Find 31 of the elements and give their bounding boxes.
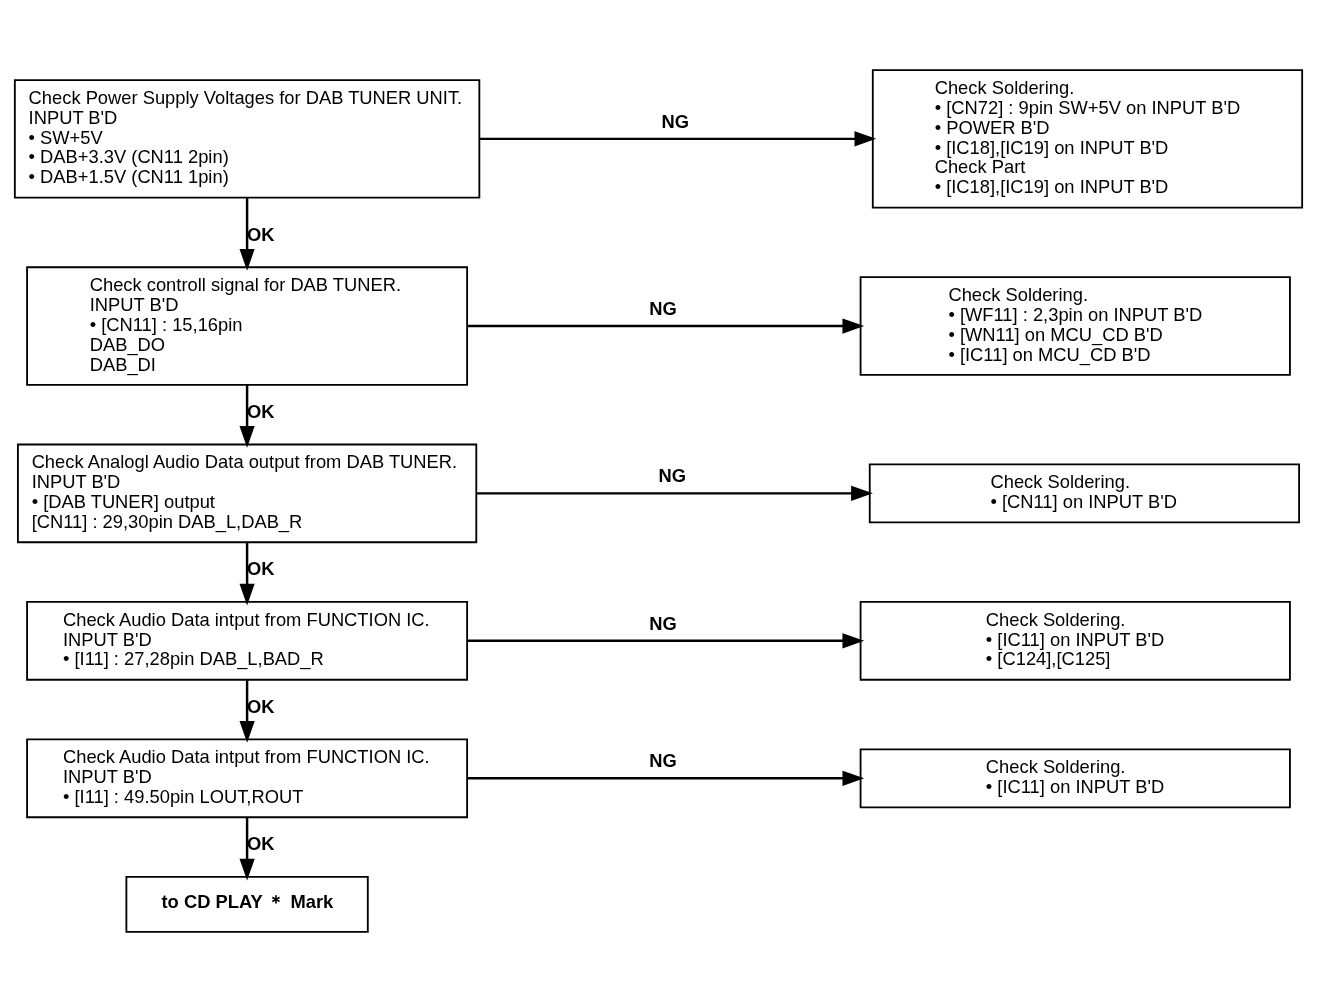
- arrow: [479, 130, 877, 146]
- edge-label: NG: [661, 110, 690, 132]
- arrow: [239, 197, 255, 271]
- node-box: Check Soldering. • [IC11] on INPUT B'D: [859, 747, 1291, 808]
- arrow: [239, 679, 255, 743]
- node-box: Check Power Supply Voltages for DAB TUNER UNIT. INPUT B'D • SW+5V • DAB+3.3V (CN11 2pin) • DAB+1.5V (CN11 1pin): [13, 78, 481, 199]
- arrow: [239, 542, 255, 605]
- edge-label: NG: [649, 297, 677, 319]
- edge-label: OK: [247, 400, 275, 422]
- node-box: Check Audio Data intput from FUNCTION IC. INPUT B'D • [I11] : 49.50pin LOUT,ROUT: [26, 737, 469, 818]
- arrow: [239, 816, 255, 880]
- node-box: Check Soldering. • [WF11] : 2,3pin on INPUT B'D • [WN11] on MCU_CD B'D • [IC11] on MCU_CD B'D: [859, 275, 1291, 376]
- node-box: Check Soldering. • [IC11] on INPUT B'D • [C124],[C125]: [859, 600, 1291, 681]
- arrow: [467, 317, 865, 334]
- node-box: Check Analogl Audio Data output from DAB TUNER. INPUT B'D • [DAB TUNER] output [CN11] : 29,30pin DAB_L,DAB_R: [17, 443, 478, 543]
- edge-label: NG: [658, 464, 686, 486]
- arrow: [467, 632, 865, 648]
- node-box: Check Soldering. • [CN72] : 9pin SW+5V on INPUT B'D • POWER B'D • [IC18],[IC19] on INPUT B'D Check Part • [IC18],[IC19] on INPUT B'D: [871, 68, 1304, 209]
- edge-label: OK: [247, 557, 275, 579]
- node-box: Check Soldering. • [CN11] on INPUT B'D: [868, 462, 1300, 523]
- edge-label: OK: [247, 832, 275, 854]
- node-box: Check controll signal for DAB TUNER. INPUT B'D • [CN11] : 15,16pin DAB_DO DAB_DI: [26, 265, 469, 386]
- edge-label: NG: [649, 612, 677, 633]
- arrow: [239, 384, 255, 448]
- arrow: [476, 485, 873, 501]
- edge-label: OK: [247, 695, 275, 717]
- node-box: to CD PLAY ＊ Mark: [125, 875, 369, 933]
- edge-label: NG: [649, 749, 677, 771]
- arrow: [467, 770, 865, 786]
- node-box: Check Audio Data intput from FUNCTION IC. INPUT B'D • [I11] : 27,28pin DAB_L,BAD_R: [26, 600, 469, 681]
- edge-label: OK: [247, 223, 275, 245]
